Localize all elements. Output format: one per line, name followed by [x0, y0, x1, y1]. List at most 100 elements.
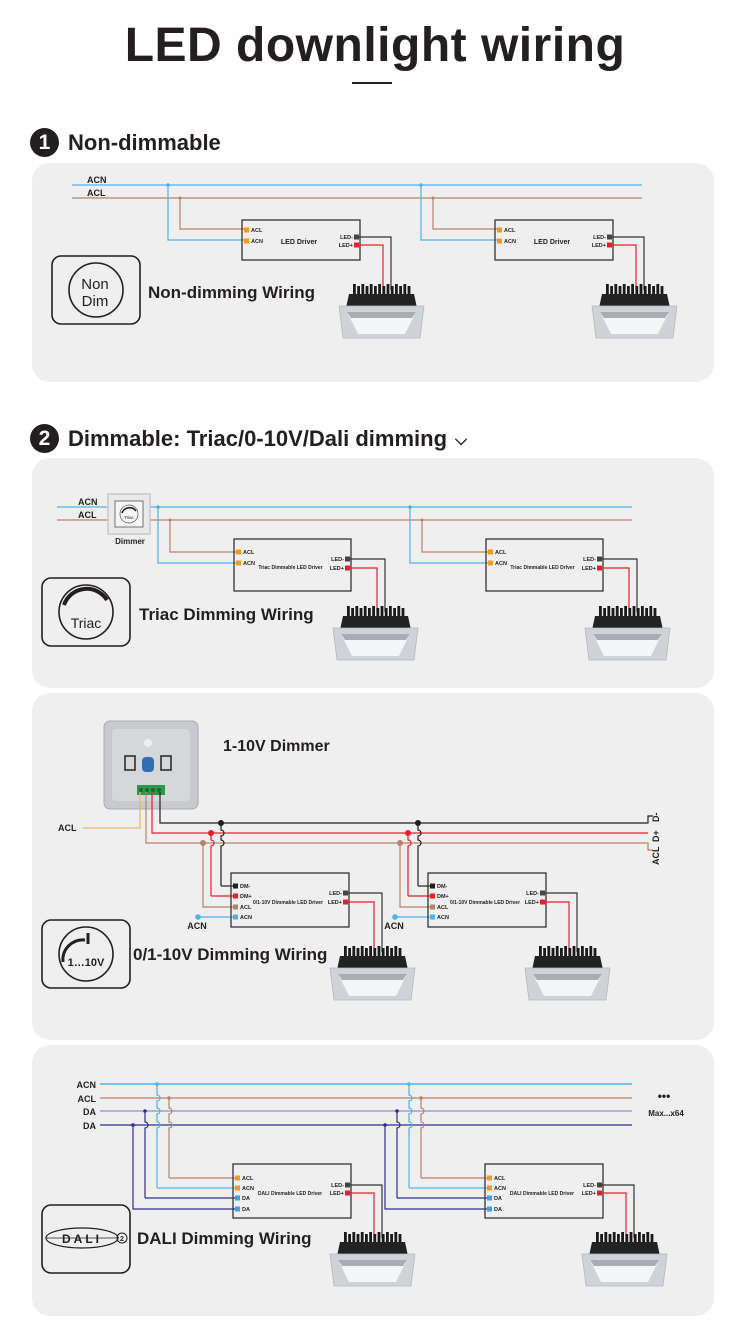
lamp-inner-shadow [341, 634, 410, 640]
input-terminal [497, 238, 502, 244]
input-terminal [487, 1185, 492, 1191]
title-underline [352, 82, 392, 84]
mode-icon-frame [41, 919, 131, 989]
terminal-label: ACL [243, 550, 255, 556]
downlight-lamp [329, 946, 416, 1001]
output-label: LED- [526, 891, 539, 897]
terminal-label: ACN [437, 915, 449, 921]
input-terminal [233, 893, 238, 899]
input-terminal [488, 560, 493, 566]
wire [144, 1111, 149, 1198]
dimmer-knob-icon [119, 504, 139, 524]
dimmer-title: 1-10V Dimmer [223, 738, 330, 755]
terminal-label: ACL [251, 228, 263, 234]
mode-icon-frame [41, 577, 131, 647]
terminal-label: DA [494, 1207, 502, 1213]
input-terminal [233, 914, 238, 920]
downlight-lamp [524, 946, 611, 1001]
non-dim-icon-text: Dim [82, 293, 109, 310]
output-label: LED+ [339, 243, 353, 249]
output-label: LED- [583, 1183, 596, 1189]
triac-icon-text: Triac [71, 615, 102, 631]
led-driver-box [241, 219, 361, 261]
input-terminal [488, 549, 493, 555]
downlight-lamp [332, 606, 419, 661]
input-terminal [233, 904, 238, 910]
wire [432, 198, 497, 230]
terminal-label: ACL [437, 905, 449, 911]
bus-wire-label: ACN [77, 1080, 97, 1090]
wire [408, 1084, 413, 1188]
downlight-lamp [581, 1232, 668, 1287]
mode-icon-frame [51, 255, 141, 325]
terminal-screw [151, 788, 155, 792]
terminal-label: DA [494, 1196, 502, 1202]
max-count-label: Max...x64 [648, 1109, 684, 1118]
led-minus-wire [348, 892, 383, 952]
output-terminal [597, 565, 602, 571]
driver-label: DALI Dimmable LED Driver [258, 1191, 322, 1197]
driver-label: Triac Dimmable LED Driver [510, 565, 574, 571]
wire [409, 507, 488, 564]
bus-wire-label: DA [83, 1121, 96, 1131]
output-label: LED+ [330, 1191, 344, 1197]
dial-icon-text: 1…10V [68, 957, 105, 969]
terminal-label: ACL [242, 1176, 254, 1182]
led-minus-wire [612, 236, 645, 290]
acn-label: ACN [384, 921, 404, 931]
heatsink-body [532, 956, 603, 970]
wiring-mode-label: DALI Dimming Wiring [137, 1229, 312, 1248]
wire [157, 507, 236, 564]
terminal-label: ACN [504, 239, 516, 245]
output-terminal [343, 899, 348, 905]
led-driver-box [484, 1163, 604, 1219]
heatsink-body [592, 616, 663, 630]
output-terminal [540, 890, 545, 896]
output-label: LED+ [328, 900, 342, 906]
output-label: LED- [340, 235, 353, 241]
terminal-screw [157, 788, 161, 792]
output-terminal [597, 556, 602, 562]
wire [156, 1084, 161, 1188]
chevron-down-icon: ⌵ [455, 431, 468, 449]
output-terminal [343, 890, 348, 896]
terminal-label: DM+ [437, 894, 449, 900]
dimmer-arc-icon [121, 506, 137, 514]
terminal-label: DM- [240, 884, 251, 890]
non-dim-icon-text: Non [81, 276, 109, 293]
lamp-inner-shadow [533, 974, 602, 980]
input-terminal [236, 549, 241, 555]
bus-wire-label: ACL [78, 1094, 97, 1104]
acn-wire-label: ACN [87, 175, 107, 185]
acl-input-label: ACL [58, 823, 77, 833]
terminal-label: ACL [495, 550, 507, 556]
input-terminal [487, 1195, 492, 1201]
led-driver-box [485, 538, 604, 592]
wire [179, 198, 244, 230]
triac-arc-icon [62, 586, 109, 606]
dimmer-bracket [160, 755, 172, 771]
input-terminal [487, 1206, 492, 1212]
section-number-badge: 1 [30, 128, 59, 157]
terminal-label: ACN [240, 915, 252, 921]
wire [417, 823, 422, 886]
acn-label: ACN [187, 921, 207, 931]
section-heading-non-dimmable: 1 Non-dimmable [30, 128, 221, 157]
dimmer-label: Dimmer [115, 537, 145, 546]
led-plus-wire [350, 1192, 375, 1238]
heatsink-body [337, 1242, 408, 1256]
section-heading-dimmable: 2 Dimmable: Triac/0-10V/Dali dimming ⌵ [30, 424, 467, 453]
led-plus-wire [612, 244, 637, 290]
led-plus-wire [350, 567, 378, 612]
input-terminal [244, 238, 249, 244]
driver-label: 0/1-10V Dimmable LED Driver [253, 900, 323, 906]
wiring-mode-label: Non-dimming Wiring [148, 283, 315, 302]
panel-non-dimming [32, 163, 714, 382]
led-plus-wire [545, 901, 570, 952]
input-terminal [487, 1175, 492, 1181]
output-label: LED+ [330, 566, 344, 572]
terminal-label: DM- [437, 884, 448, 890]
dial-arc-icon [61, 938, 86, 963]
led-driver-box [232, 1163, 352, 1219]
